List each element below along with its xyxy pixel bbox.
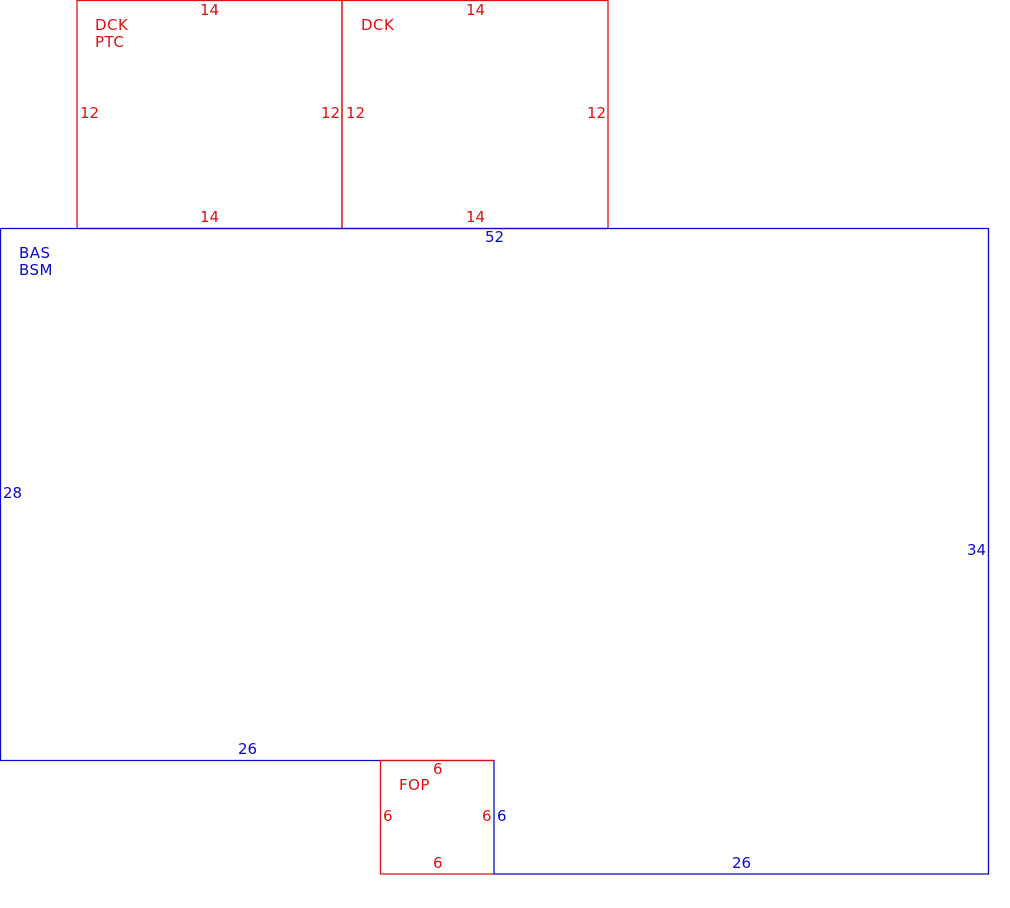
porch-outline xyxy=(379,759,494,875)
porch-bottom-dim: 6 xyxy=(433,854,443,872)
main-bottom-right-dim: 26 xyxy=(732,854,752,872)
main-building-outline xyxy=(0,227,990,875)
deck2-left-dim: 12 xyxy=(346,104,366,122)
main-right-dim: 34 xyxy=(967,541,987,559)
porch-top-dim: 6 xyxy=(433,760,443,778)
deck1-bottom-dim: 14 xyxy=(200,208,220,226)
main-step-dim: 6 xyxy=(497,807,507,825)
main-left-dim: 28 xyxy=(3,484,23,502)
deck1-code-1: DCK xyxy=(95,16,129,34)
deck2-right-dim: 12 xyxy=(587,104,607,122)
main-bottom-left-dim: 26 xyxy=(238,740,258,758)
deck2-top-dim: 14 xyxy=(466,1,486,19)
main-code-2: BSM xyxy=(19,261,53,279)
porch-left-dim: 6 xyxy=(383,807,393,825)
deck1-left-dim: 12 xyxy=(80,104,100,122)
deck1-code-2: PTC xyxy=(95,33,125,51)
deck1-top-dim: 14 xyxy=(200,1,220,19)
main-top-dim: 52 xyxy=(485,228,505,246)
porch-code-1: FOP xyxy=(399,776,430,794)
deck2-bottom-dim: 14 xyxy=(466,208,486,226)
deck2-code-1: DCK xyxy=(361,16,395,34)
deck1-right-dim: 12 xyxy=(321,104,341,122)
deck2-outline xyxy=(341,0,609,230)
main-code-1: BAS xyxy=(19,244,51,262)
porch-right-dim: 6 xyxy=(482,807,492,825)
